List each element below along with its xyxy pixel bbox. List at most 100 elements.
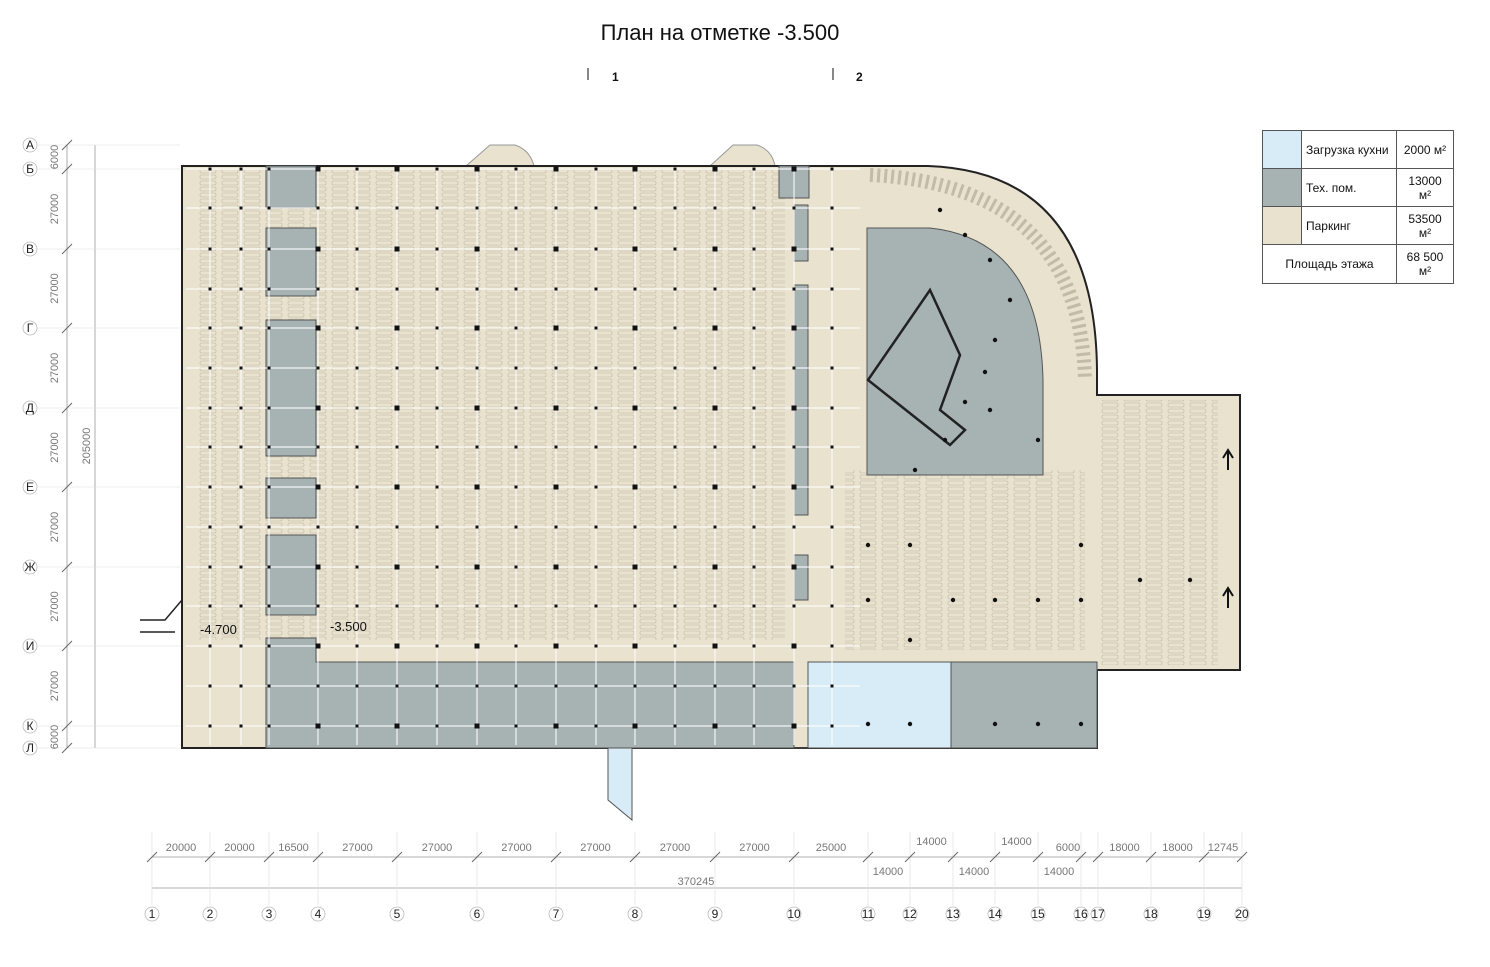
column [992,597,998,603]
dimension-tick [391,851,403,863]
total-area-label: Площадь этажа [1262,244,1397,284]
row-dimension: 27000 [49,353,61,384]
column [267,366,271,370]
column-dimension: 20000 [166,842,197,854]
column [474,723,480,729]
column [355,326,359,330]
column [792,206,796,210]
row-axis-label: Г [27,321,34,335]
column [208,644,212,648]
column-dimension: 20000 [224,842,255,854]
column [514,167,518,171]
column [267,565,271,569]
column-axis-label: 15 [1031,907,1045,921]
column [594,604,598,608]
column [394,643,400,649]
column [792,366,796,370]
column [752,247,756,251]
column [1187,577,1193,583]
column [712,643,718,649]
legend-label: Загрузка кухни [1301,130,1397,169]
column [316,604,320,608]
column [712,484,718,490]
column-dimension: 27000 [660,842,691,854]
column [673,604,677,608]
dimension-tick [312,851,324,863]
column-axis-bubble [1234,906,1250,922]
column [987,407,993,413]
column [791,723,797,729]
legend-row-kitchen: Загрузка кухни 2000 м² [1262,130,1454,169]
dimension-tick [1236,851,1248,863]
column [1007,297,1013,303]
column [553,643,559,649]
column [475,684,479,688]
column [474,405,480,411]
dimension-tick [61,481,73,493]
column [554,206,558,210]
plan-title: План на отметке -3.500 [600,20,840,45]
column [907,721,913,727]
column [316,366,320,370]
column [752,485,756,489]
row-axis-label: Е [26,480,34,494]
column [752,326,756,330]
legend-value: 2000 м² [1396,130,1454,169]
column [316,206,320,210]
column [394,166,400,172]
column [865,597,871,603]
row-axis-label: Б [26,162,34,176]
column [475,445,479,449]
column [791,325,797,331]
column [394,564,400,570]
column [792,287,796,291]
column [554,525,558,529]
column [435,565,439,569]
column [267,247,271,251]
column [239,326,243,330]
column [912,467,918,473]
column [962,232,968,238]
column [673,287,677,291]
column [632,246,638,252]
column [553,246,559,252]
dimension-tick [471,851,483,863]
column [475,206,479,210]
legend-value: 53500 м² [1396,206,1454,245]
column [315,325,321,331]
column [315,723,321,729]
column [435,206,439,210]
column [355,724,359,728]
section-mark-2: 2 [856,70,863,84]
column-axis-bubble [1143,906,1159,922]
column [239,167,243,171]
column [830,406,834,410]
dimension-tick [61,742,73,754]
column-axis-label: 17 [1091,907,1105,921]
column [713,206,717,210]
column [208,206,212,210]
column [239,247,243,251]
column [937,207,943,213]
column [208,445,212,449]
column-axis-bubble [1073,906,1089,922]
column [673,445,677,449]
column [594,206,598,210]
column [942,437,948,443]
column-axis-label: 18 [1144,907,1158,921]
column [713,684,717,688]
column [1137,577,1143,583]
column [208,525,212,529]
legend-swatch-tech [1262,168,1302,207]
column-axis-label: 16 [1074,907,1088,921]
dimension-tick [61,402,73,414]
column [594,525,598,529]
column-axis-bubble [987,906,1003,922]
column-axis-label: 13 [946,907,960,921]
column [830,445,834,449]
column [594,724,598,728]
column [673,326,677,330]
column [239,445,243,449]
column [514,247,518,251]
